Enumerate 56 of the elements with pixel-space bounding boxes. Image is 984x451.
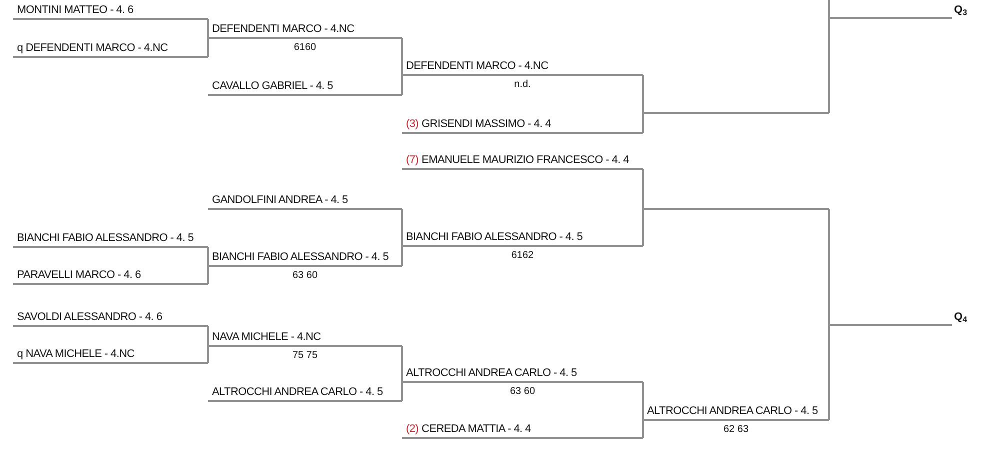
seed-number: (2) [406, 422, 419, 437]
bracket-line [643, 112, 829, 114]
bracket-connector [207, 326, 209, 347]
bracket-connector [401, 74, 403, 95]
player-entry: DEFENDENTI MARCO - 4.NC [208, 22, 402, 39]
player-entry: ALTROCCHI ANDREA CARLO - 4. 5 [402, 366, 643, 383]
player-entry: MONTINI MATTEO - 4. 6 [13, 3, 208, 20]
bracket-connector [642, 112, 644, 133]
player-entry: ALTROCCHI ANDREA CARLO - 4. 5 [208, 385, 402, 402]
match-score: 6160 [294, 42, 316, 54]
bracket-connector [207, 265, 209, 284]
bracket-connector [207, 37, 209, 57]
player-entry: BIANCHI FABIO ALESSANDRO - 4. 5 [402, 230, 643, 247]
player-name: EMANUELE MAURIZIO FRANCESCO - 4. 4 [422, 153, 629, 168]
seed-number: (7) [406, 153, 419, 168]
qualifier-label: Q$_{3}$ [952, 4, 968, 17]
bracket-connector [401, 38, 403, 76]
player-entry: q DEFENDENTI MARCO - 4.NC [13, 41, 208, 58]
player-name: CEREDA MATTIA - 4. 4 [422, 422, 531, 437]
player-entry: GANDOLFINI ANDREA - 4. 5 [208, 193, 402, 210]
match-score: 6162 [511, 250, 534, 262]
bracket-connector [401, 346, 403, 383]
bracket-connector [207, 247, 209, 267]
player-entry: NAVA MICHELE - 4.NC [208, 330, 402, 347]
player-entry: CAVALLO GABRIEL - 4. 5 [208, 79, 402, 96]
bracket-connector [642, 419, 644, 438]
bracket-connector [401, 381, 403, 401]
bracket-connector [207, 345, 209, 363]
player-entry [402, 153, 643, 170]
player-entry [402, 422, 643, 439]
match-score: 62 63 [723, 424, 749, 436]
bracket-connector [828, 0, 952, 19]
player-entry: DEFENDENTI MARCO - 4.NC [402, 59, 643, 76]
player-entry: q NAVA MICHELE - 4.NC [13, 347, 208, 364]
player-entry: BIANCHI FABIO ALESSANDRO - 4. 5 [13, 231, 208, 248]
player-entry: BIANCHI FABIO ALESSANDRO - 4. 5 [208, 250, 402, 267]
player-name: GRISENDI MASSIMO - 4. 4 [422, 117, 551, 132]
qualifier-label: Q$_{4}$ [952, 311, 968, 324]
match-score: n.d. [514, 79, 531, 91]
bracket-connector [642, 382, 644, 421]
match-score: 75 75 [292, 350, 318, 362]
bracket-connector [207, 19, 209, 39]
bracket-line [643, 208, 829, 210]
player-entry: PARAVELLI MARCO - 4. 6 [13, 268, 208, 285]
bracket-connector [401, 209, 403, 247]
match-score: 63 60 [292, 270, 318, 282]
seed-number: (3) [406, 117, 419, 132]
bracket-connector [642, 208, 644, 246]
player-entry: SAVOLDI ALESSANDRO - 4. 6 [13, 310, 208, 327]
bracket-connector [642, 75, 644, 114]
player-entry: ALTROCCHI ANDREA CARLO - 4. 5 [643, 404, 829, 421]
bracket-connector [642, 169, 644, 210]
player-entry [402, 117, 643, 134]
match-score: 63 60 [510, 386, 536, 398]
bracket-connector [401, 245, 403, 266]
bracket-connector [828, 324, 952, 420]
